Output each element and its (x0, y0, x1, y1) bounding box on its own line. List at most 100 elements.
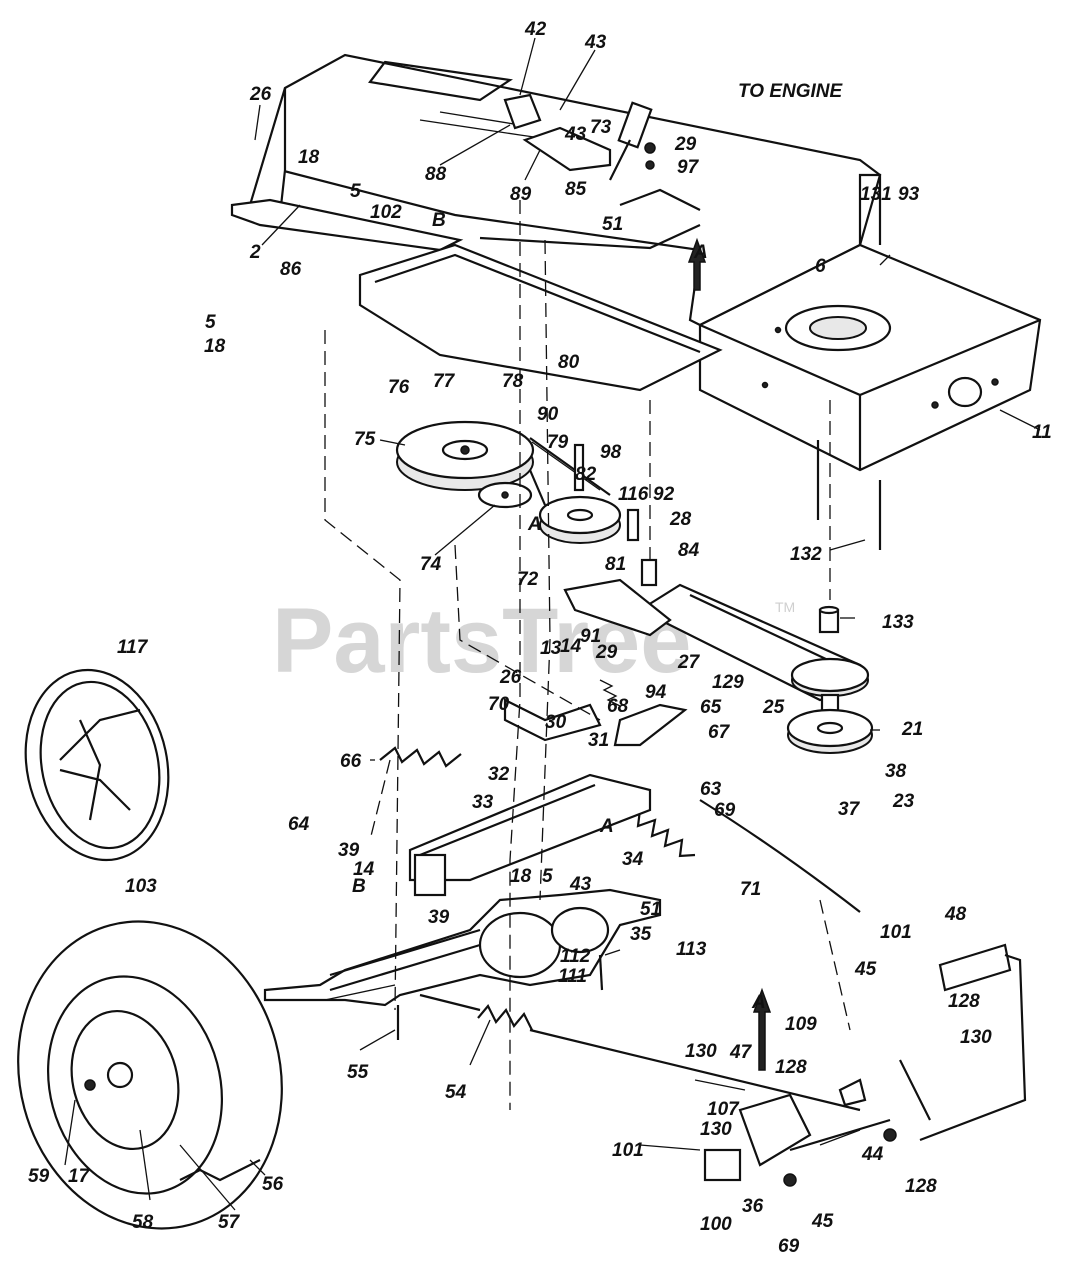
callout-91: 91 (580, 626, 601, 647)
callout-36: 36 (742, 1196, 764, 1217)
callout-37: 37 (838, 799, 861, 820)
callout-107: 107 (707, 1099, 740, 1120)
callout-82: 82 (575, 464, 597, 485)
transaxle (263, 888, 662, 1040)
callout-113: 113 (676, 939, 707, 960)
callout-47: 47 (729, 1042, 753, 1063)
callout-59: 59 (28, 1166, 50, 1187)
callout-131: 131 (860, 184, 892, 205)
pedal-assembly (703, 943, 1027, 1187)
callout-111: 111 (558, 966, 587, 987)
callout-80: 80 (558, 352, 580, 373)
callout-17: 17 (68, 1166, 91, 1187)
callout-69: 69 (778, 1236, 800, 1257)
direction-arrows (687, 237, 772, 1071)
callout-128: 128 (905, 1176, 937, 1197)
callout-55: 55 (347, 1062, 369, 1083)
part-callouts: 42 43 26 18 5 88 89 85 43 73 29 97 51 10… (28, 19, 1052, 1257)
callout-23: 23 (892, 791, 915, 812)
callout-5: 5 (350, 181, 361, 202)
callout-14: 14 (560, 636, 582, 657)
callout-97: 97 (677, 157, 700, 178)
leader-lines (64, 37, 1041, 1211)
callout-73: 73 (590, 117, 612, 138)
callout-29: 29 (674, 134, 697, 155)
callout-48: 48 (944, 904, 967, 925)
callout-56: 56 (262, 1174, 284, 1195)
callout-26: 26 (499, 667, 522, 688)
callout-45: 45 (811, 1211, 834, 1232)
callout-94: 94 (645, 682, 667, 703)
ref-b-top: B (432, 210, 446, 231)
callout-18: 18 (510, 866, 532, 887)
frame-assembly (230, 53, 1042, 472)
callout-13: 13 (540, 638, 562, 659)
callout-68: 68 (607, 696, 629, 717)
ref-b-bottom: B (352, 876, 366, 897)
callout-81: 81 (605, 554, 626, 575)
watermark-trademark: TM (775, 599, 795, 615)
callout-132: 132 (790, 544, 822, 565)
callout-35: 35 (630, 924, 652, 945)
callout-2: 2 (249, 242, 261, 263)
ref-a-bottom: A (751, 992, 766, 1013)
callout-79: 79 (547, 432, 569, 453)
callout-43: 43 (569, 874, 592, 895)
callout-109: 109 (785, 1014, 817, 1035)
callout-100: 100 (700, 1214, 732, 1235)
callout-90: 90 (537, 404, 559, 425)
pulley-assembly (395, 420, 882, 754)
callout-128: 128 (948, 991, 980, 1012)
callout-30: 30 (545, 712, 567, 733)
callout-72: 72 (517, 569, 539, 590)
callout-75: 75 (354, 429, 376, 450)
callout-130: 130 (960, 1027, 992, 1048)
callout-6: 6 (815, 256, 826, 277)
callout-42: 42 (524, 19, 547, 40)
rear-wheel (17, 920, 283, 1230)
ref-a-top: A (693, 242, 708, 263)
ref-a-bracket: A (599, 816, 614, 837)
callout-27: 27 (677, 652, 701, 673)
callout-70: 70 (488, 694, 510, 715)
wheel-cover (24, 668, 170, 862)
callout-21: 21 (901, 719, 923, 740)
callout-98: 98 (600, 442, 622, 463)
callout-101: 101 (612, 1140, 644, 1161)
callout-88: 88 (425, 164, 447, 185)
callout-78: 78 (502, 371, 524, 392)
callout-130: 130 (700, 1119, 732, 1140)
to-engine-note: TO ENGINE (738, 81, 843, 102)
callout-5: 5 (205, 312, 216, 333)
callout-54: 54 (445, 1082, 467, 1103)
callout-51: 51 (640, 899, 661, 920)
callout-66: 66 (340, 751, 362, 772)
callout-112: 112 (560, 946, 591, 967)
callout-45: 45 (854, 959, 877, 980)
callout-43: 43 (564, 124, 587, 145)
callout-128: 128 (775, 1057, 807, 1078)
callout-51: 51 (602, 214, 623, 235)
callout-32: 32 (488, 764, 510, 785)
reference-lines (324, 200, 851, 1110)
callout-57: 57 (218, 1212, 241, 1233)
callout-44: 44 (861, 1144, 884, 1165)
callout-76: 76 (388, 377, 410, 398)
callout-39: 39 (428, 907, 450, 928)
callout-39: 39 (338, 840, 360, 861)
callout-29: 29 (595, 642, 618, 663)
callout-69: 69 (714, 800, 736, 821)
callout-130: 130 (685, 1041, 717, 1062)
callout-102: 102 (370, 202, 402, 223)
callout-26: 26 (249, 84, 272, 105)
callout-5: 5 (542, 866, 553, 887)
pivot-assembly (503, 93, 656, 181)
callout-33: 33 (472, 792, 494, 813)
callout-34: 34 (622, 849, 644, 870)
callout-64: 64 (288, 814, 310, 835)
callout-89: 89 (510, 184, 532, 205)
callout-58: 58 (132, 1212, 154, 1233)
ref-a-belt: A (527, 514, 542, 535)
callout-84: 84 (678, 540, 700, 561)
